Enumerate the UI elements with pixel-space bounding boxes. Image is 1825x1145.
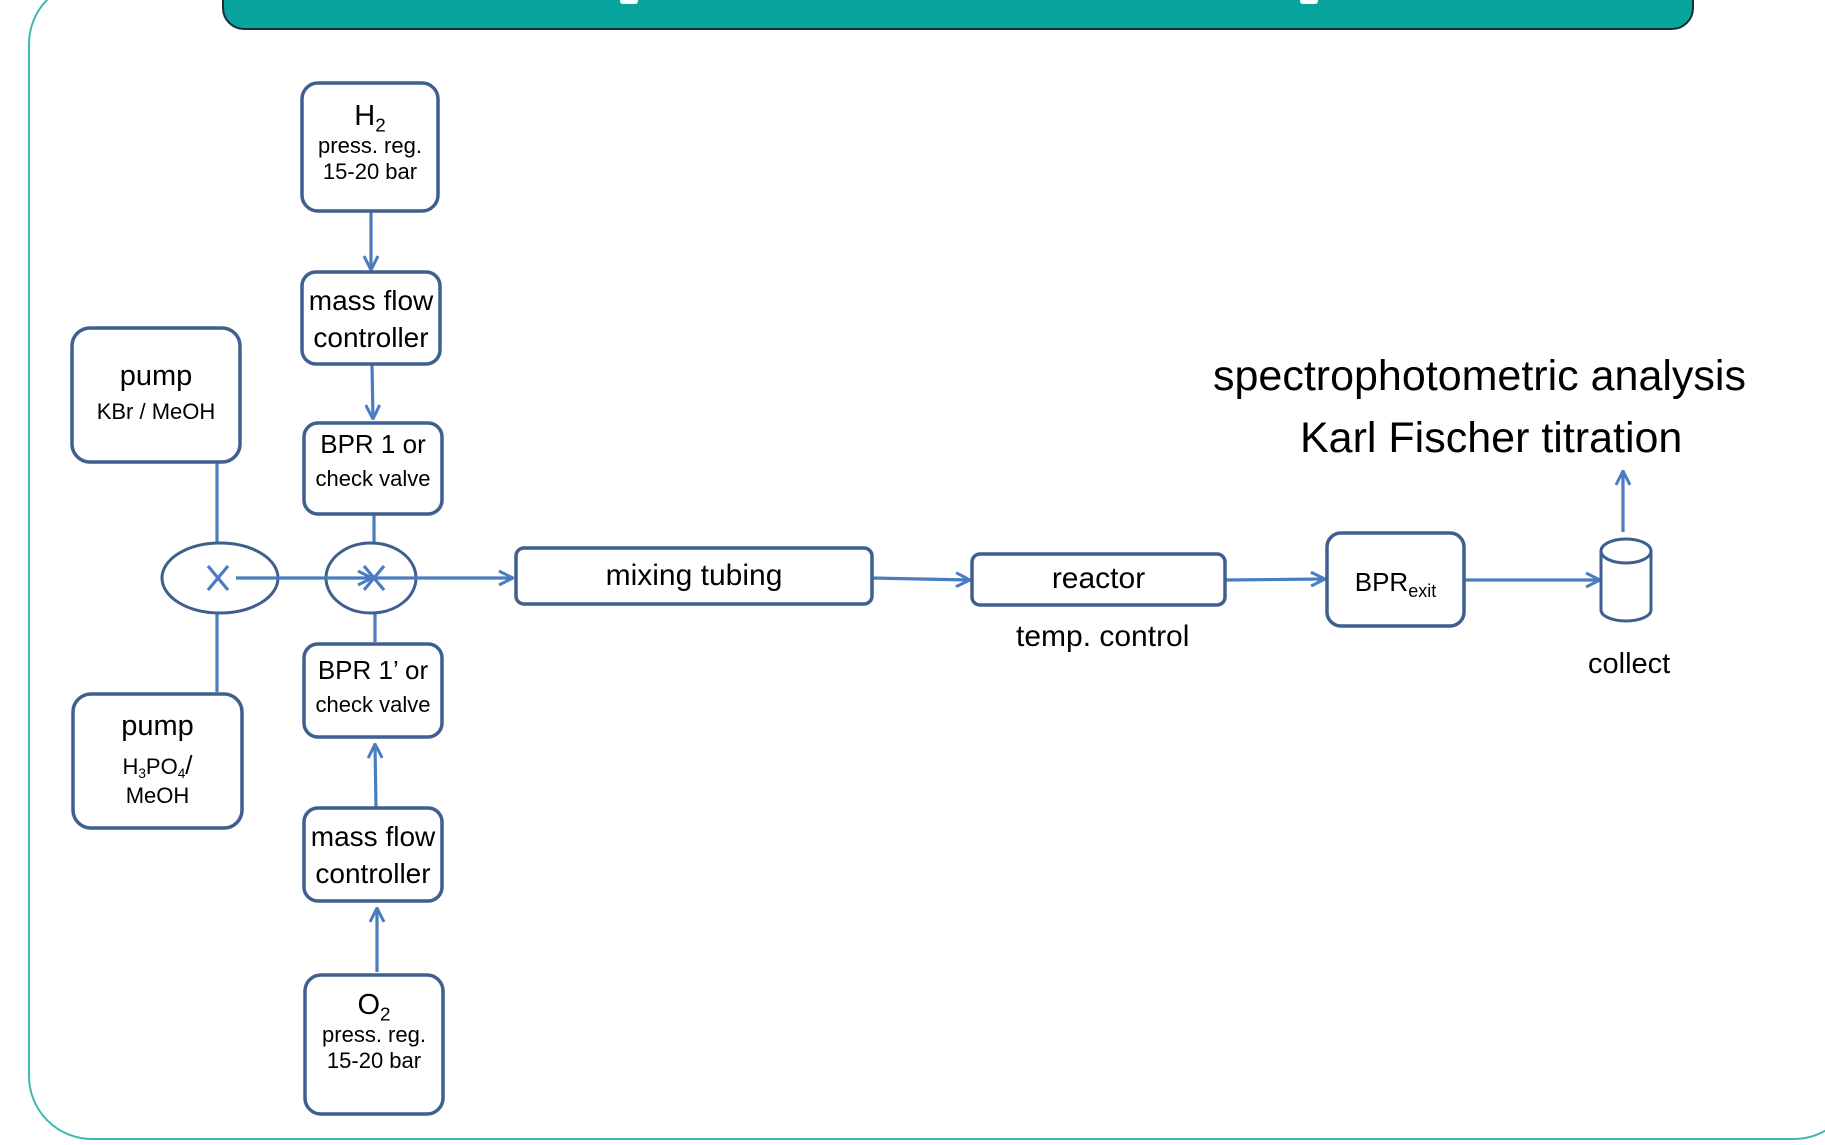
analysis-line1: spectrophotometric analysis — [1213, 352, 1746, 400]
o2-label: O — [357, 989, 381, 1021]
h2-line1: press. reg. — [318, 133, 422, 159]
arrow-reactor-to-bpr-exit — [1225, 579, 1325, 580]
mfc-bottom-line2: controller — [315, 858, 431, 889]
mixing-tubing-label: mixing tubing — [605, 559, 783, 592]
arrow-tubing-to-reactor — [871, 578, 970, 580]
pump-h3po4-c1: H — [122, 754, 139, 780]
pump-kbr-box — [70, 326, 242, 464]
mass-flow-controller-bottom-box — [302, 806, 444, 903]
bpr1-box — [302, 421, 444, 516]
reactor-caption: temp. control — [1016, 620, 1190, 653]
h2-line2: 15-20 bar — [322, 158, 418, 184]
o2-line1: press. reg. — [322, 1022, 426, 1048]
bpr1p-line2: check valve — [315, 691, 431, 717]
collect-cylinder-icon — [1599, 537, 1653, 623]
mass-flow-controller-top: mass flow controller — [302, 282, 440, 356]
mixing-tubing-box — [514, 546, 874, 606]
pump-h3po4-c2: PO — [145, 754, 178, 780]
pump-h3po4: pump H3PO4/ MeOH — [73, 710, 242, 809]
pump-h3po4-c3: / — [185, 750, 193, 781]
pump-kbr: pump KBr / MeOH — [72, 360, 240, 425]
arrow-mfc-to-bpr1 — [372, 364, 373, 419]
bpr-exit-label: BPR — [1354, 567, 1409, 597]
arrow-mfc2-to-bpr1p — [375, 744, 376, 809]
reactor-label: reactor — [1051, 562, 1146, 595]
reactor-box — [970, 552, 1227, 607]
pump-kbr-content: KBr / MeOH — [96, 399, 216, 425]
h2-label: H — [354, 100, 376, 132]
title-glyph-fragment — [620, 0, 638, 4]
h2-pressure-regulator-box — [300, 81, 440, 213]
pump-h3po4-box — [71, 692, 244, 830]
mixer-cross — [206, 564, 230, 592]
bpr-exit-subscript: exit — [1408, 581, 1437, 601]
bpr-exit: BPRexit — [1327, 567, 1464, 602]
pump-h3po4-line2: MeOH — [125, 783, 190, 809]
mass-flow-controller-top-box — [300, 270, 442, 366]
o2-pressure-regulator-box — [303, 973, 445, 1116]
bpr1: BPR 1 or check valve — [304, 429, 442, 491]
bpr1-line1: BPR 1 or — [320, 429, 426, 459]
bpr1-prime: BPR 1’ or check valve — [304, 655, 442, 717]
mass-flow-controller-bottom: mass flow controller — [304, 818, 442, 892]
title-glyph-fragment — [1300, 0, 1318, 4]
bpr1p-line1: BPR 1’ or — [317, 655, 429, 685]
pump-h3po4-label: pump — [121, 710, 194, 742]
analysis-line2: Karl Fischer titration — [1300, 414, 1683, 462]
mfc-bottom-line1: mass flow — [310, 821, 436, 852]
h2-pressure-regulator: H2 press. reg. 15-20 bar — [302, 100, 438, 184]
title-bar — [222, 0, 1694, 30]
h2-subscript: 2 — [375, 114, 386, 136]
pump-h3po4-c2sub: 4 — [177, 766, 186, 782]
mfc-top-line1: mass flow — [308, 285, 434, 316]
bpr1-line2: check valve — [315, 465, 431, 491]
o2-pressure-regulator: O2 press. reg. 15-20 bar — [305, 989, 443, 1073]
bpr-exit-box — [1325, 531, 1466, 628]
o2-line2: 15-20 bar — [326, 1047, 422, 1073]
pump-kbr-label: pump — [119, 360, 193, 392]
o2-subscript: 2 — [380, 1003, 391, 1025]
mfc-top-line2: controller — [313, 322, 429, 353]
slide-frame — [28, 0, 1825, 1140]
bpr1-prime-box — [302, 642, 444, 739]
pump-h3po4-c1sub: 3 — [138, 766, 146, 782]
collect-label: collect — [1588, 648, 1671, 680]
